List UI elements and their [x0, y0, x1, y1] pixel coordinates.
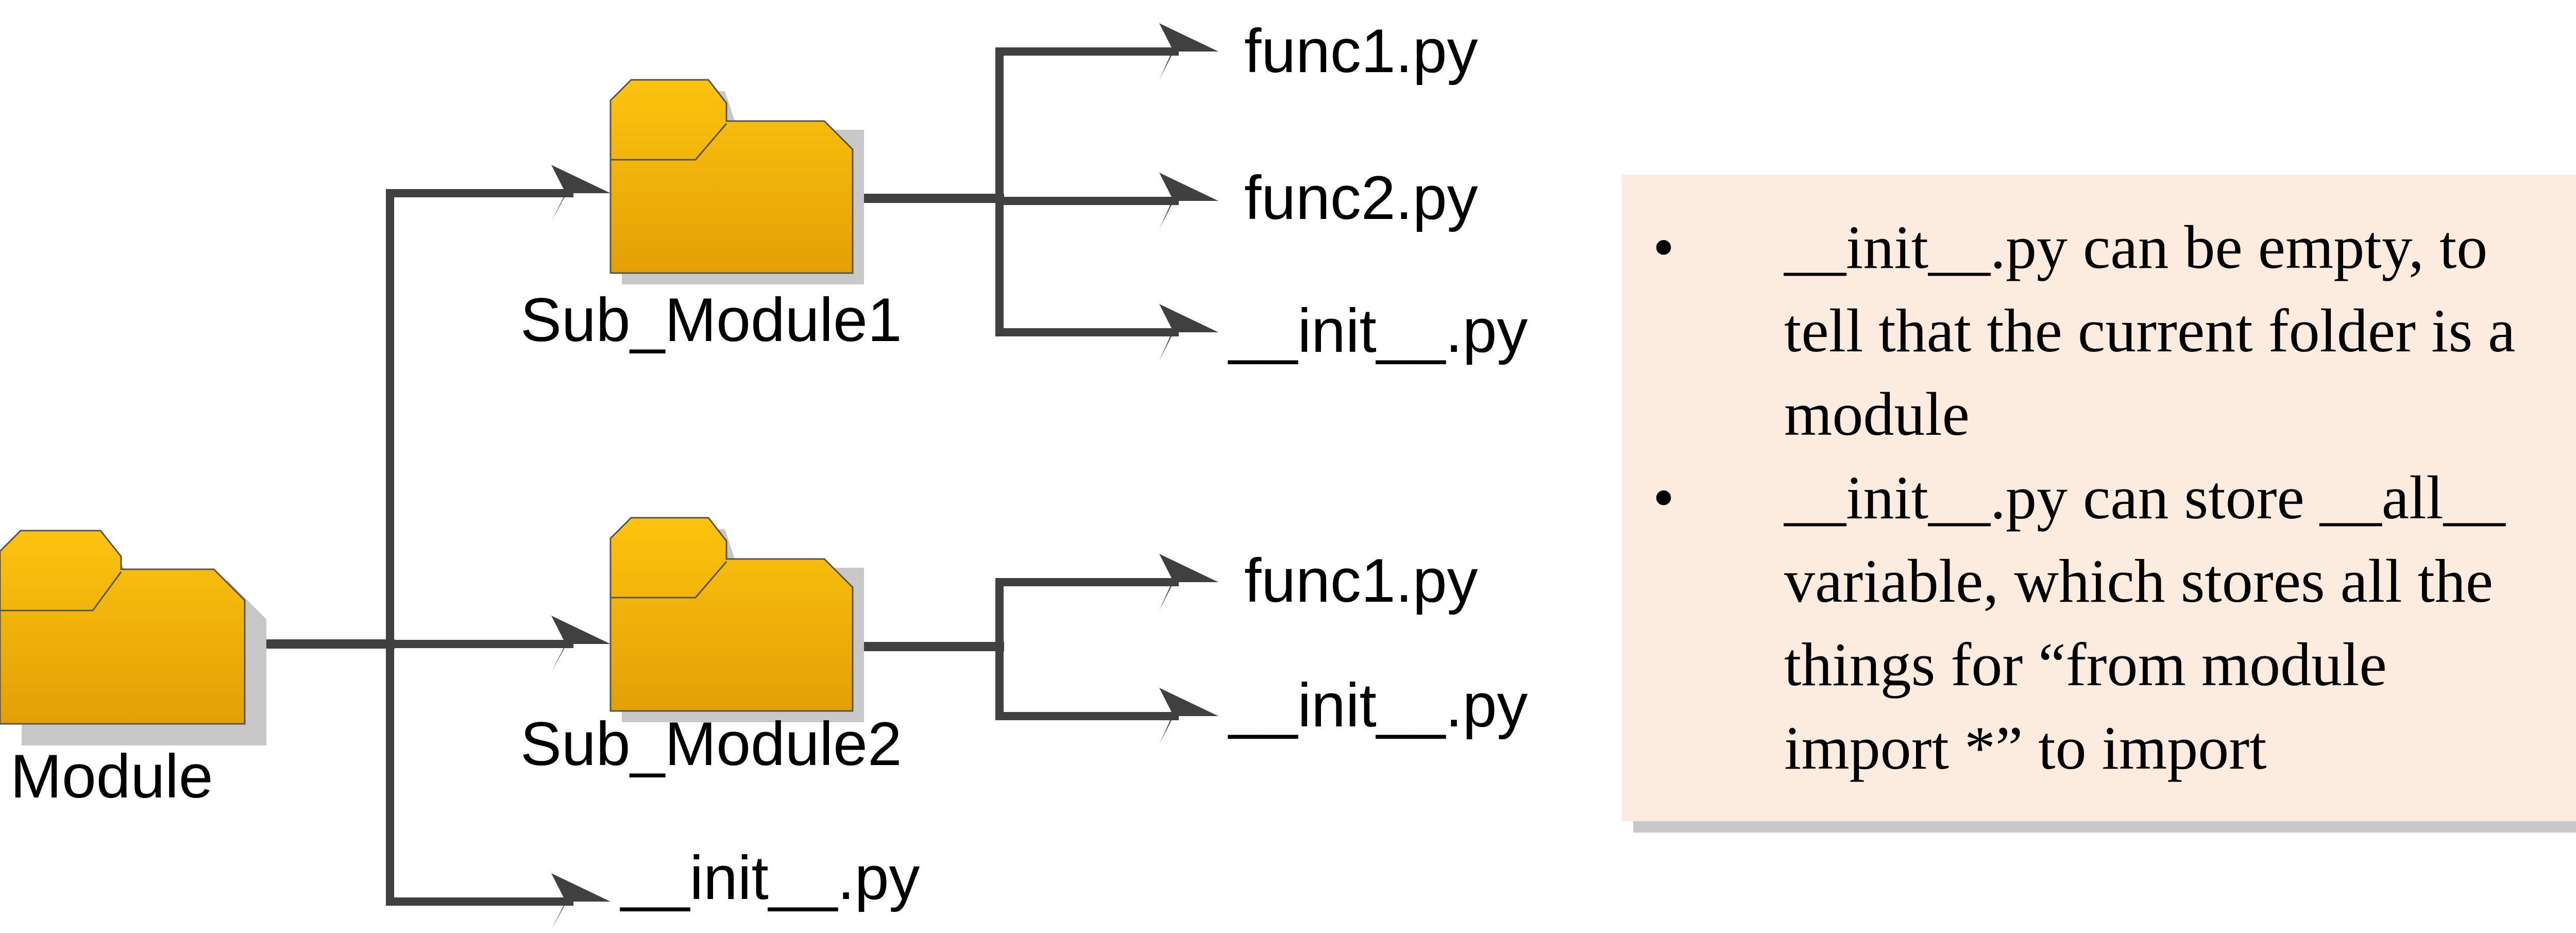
file-sub1-init: __init__.py — [1228, 296, 1528, 365]
file-sub1-func2: func2.py — [1244, 163, 1478, 232]
folder-icon — [609, 517, 864, 722]
arrowhead-root-init — [551, 873, 611, 930]
file-sub1-func1: func1.py — [1244, 16, 1478, 86]
note-text: __init__.py can store __all__ variable, … — [1784, 463, 2505, 782]
arrowhead-sub1-init — [1159, 304, 1218, 361]
note-item: • __init__.py can store __all__ variable… — [1653, 456, 2564, 790]
folder-label-module: Module — [10, 742, 213, 811]
arrowhead-sub1-func2 — [1159, 173, 1218, 229]
file-sub2-init: __init__.py — [1228, 671, 1528, 740]
notes-list: • __init__.py can be empty, to tell that… — [1653, 206, 2564, 790]
note-item: • __init__.py can be empty, to tell that… — [1653, 206, 2564, 456]
folder-label-sub-module1: Sub_Module1 — [520, 285, 902, 354]
bullet-icon: • — [1653, 463, 1675, 532]
bullet-icon: • — [1653, 213, 1675, 281]
folder-label-sub-module2: Sub_Module2 — [520, 709, 902, 778]
arrowhead-sub-module2 — [551, 616, 611, 672]
arrowhead-sub1-func1 — [1159, 23, 1218, 80]
folder-icon — [0, 530, 266, 745]
file-sub2-func1: func1.py — [1244, 546, 1478, 615]
folder-icon — [609, 79, 864, 284]
note-text: __init__.py can be empty, to tell that t… — [1784, 213, 2516, 448]
notes-panel: • __init__.py can be empty, to tell that… — [1622, 175, 2576, 821]
arrowhead-sub2-init — [1159, 688, 1218, 744]
arrowhead-sub2-func1 — [1159, 554, 1218, 610]
arrowhead-sub-module1 — [551, 165, 611, 222]
folder-sub-module2: Sub_Module2 — [520, 517, 902, 778]
arrowheads — [551, 23, 1218, 930]
file-labels: func1.py func2.py __init__.py func1.py _… — [620, 16, 1528, 912]
folder-module: Module — [0, 530, 266, 811]
connectors — [238, 47, 1179, 906]
folder-sub-module1: Sub_Module1 — [520, 79, 902, 354]
file-root-init: __init__.py — [620, 843, 920, 912]
